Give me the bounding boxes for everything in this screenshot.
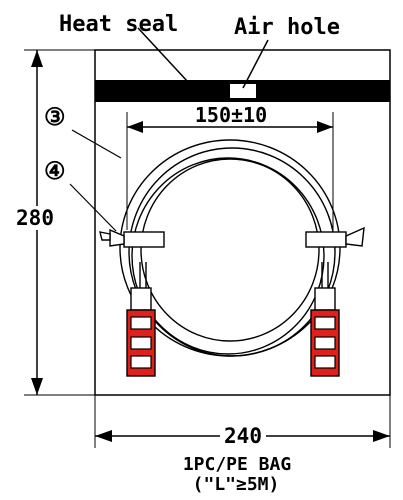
air-hole-label: Air hole bbox=[234, 15, 340, 40]
pe-bag-outline bbox=[94, 49, 391, 396]
heat-seal-leader bbox=[137, 27, 189, 83]
cable-tie-left bbox=[99, 228, 165, 248]
width-label: 240 bbox=[224, 424, 262, 448]
height-label: 280 bbox=[16, 206, 54, 230]
rj45-plug-right bbox=[310, 262, 340, 377]
inner-width-label: 150±10 bbox=[195, 103, 267, 127]
width-arrow-left bbox=[95, 430, 112, 442]
inner-width-arrow-left bbox=[127, 121, 143, 133]
heat-seal-label: Heat seal bbox=[59, 12, 178, 37]
air-hole bbox=[230, 84, 256, 98]
height-arrow-top bbox=[31, 50, 43, 67]
marker-3-leader bbox=[71, 129, 122, 159]
coiled-cable bbox=[119, 139, 341, 357]
cable-tie-right bbox=[305, 226, 365, 248]
width-arrow-right bbox=[373, 430, 390, 442]
caption-line-1: 1PC/PE BAG bbox=[183, 454, 291, 475]
caption-line-2: ("L"≥5M) bbox=[193, 474, 280, 495]
air-hole-leader bbox=[242, 39, 269, 89]
marker-3: ③ bbox=[44, 103, 66, 131]
marker-4: ④ bbox=[44, 157, 66, 185]
height-arrow-bottom bbox=[31, 378, 43, 395]
rj45-plug-left bbox=[126, 262, 156, 377]
marker-4-leader bbox=[69, 183, 117, 232]
inner-width-arrow-right bbox=[317, 121, 333, 133]
